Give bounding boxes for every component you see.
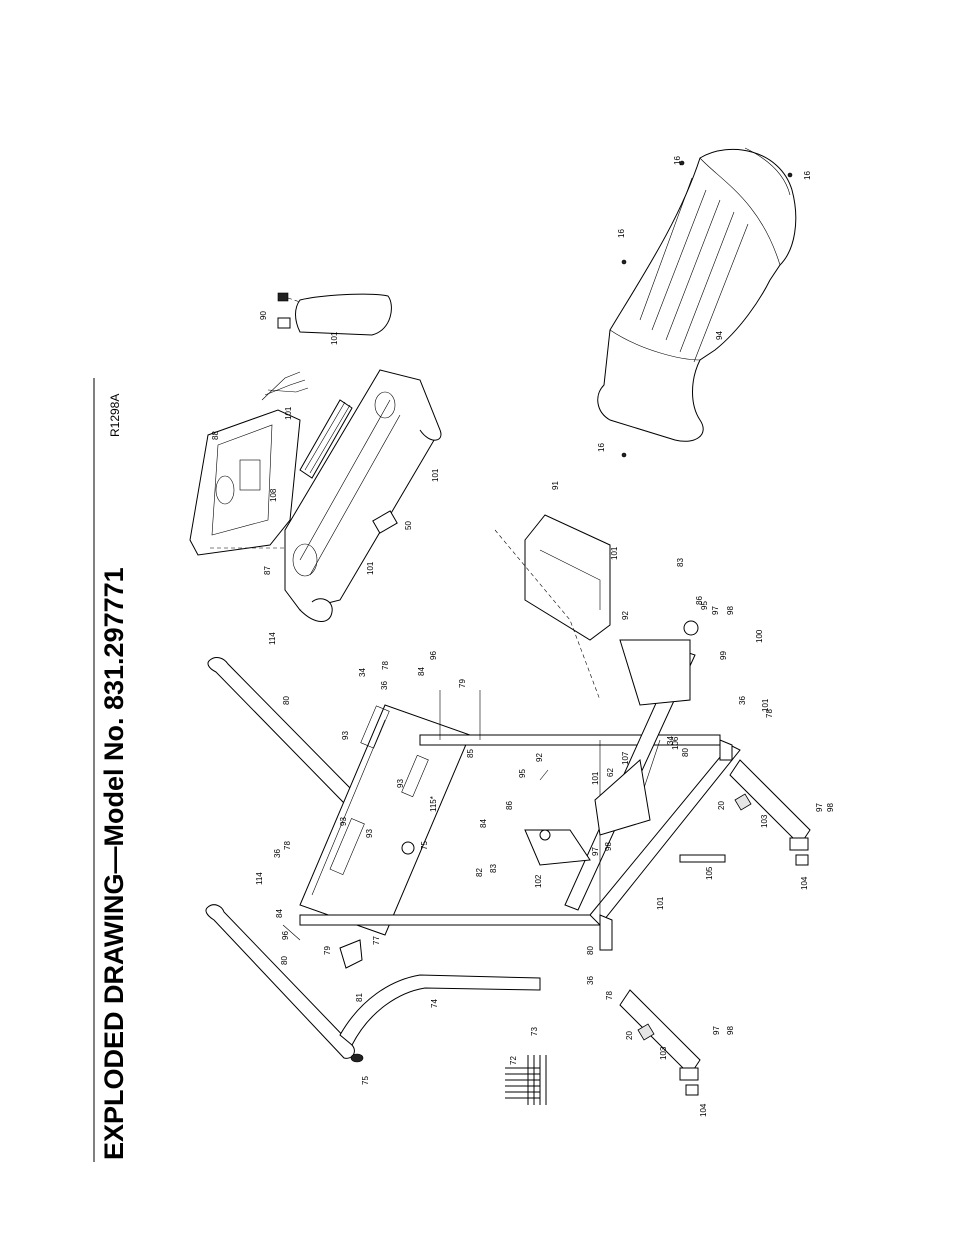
callout-107-c107: 107	[621, 751, 630, 765]
callout-101-c101b: 101	[284, 406, 293, 420]
callout-97-c97b: 97	[711, 606, 720, 615]
callout-36-c36c: 36	[586, 976, 595, 985]
callout-78-c78b: 78	[283, 841, 292, 850]
console	[189, 371, 309, 556]
callout-99-c99: 99	[719, 651, 728, 660]
callout-94-c94: 94	[715, 331, 724, 340]
callout-75-c75a: 75	[420, 841, 429, 850]
callout-96-c96a: 96	[429, 651, 438, 660]
callout-80-c80a: 80	[282, 696, 291, 705]
callout-78-c78a: 78	[381, 661, 390, 670]
callout-82-c82: 82	[475, 868, 484, 877]
callout-16-c16a: 16	[673, 156, 682, 165]
callout-93-c93b: 93	[396, 779, 405, 788]
callout-78-c78c: 78	[605, 991, 614, 1000]
callout-93-c93c: 93	[339, 817, 348, 826]
callout-101-c101a: 101	[330, 331, 339, 345]
callout-86-c86b: 86	[695, 596, 704, 605]
callout-114-c114a: 114	[268, 632, 277, 645]
callout-78-c78d: 78	[765, 709, 774, 718]
callout-102-c102: 102	[534, 874, 543, 888]
callout-97-c97a: 97	[591, 847, 600, 856]
callout-80-c80c: 80	[586, 946, 595, 955]
callout-74-c74: 74	[430, 999, 439, 1008]
callout-115-c115: 115*	[429, 796, 438, 812]
callout-104-c104a: 104	[800, 876, 809, 890]
callout-73-c73: 73	[530, 1027, 539, 1036]
callout-101-c101f: 101	[656, 896, 665, 910]
callout-79-c79b: 79	[323, 946, 332, 955]
callout-104-c104b: 104	[699, 1103, 708, 1117]
callout-105-c105: 105	[705, 866, 714, 880]
callout-103-c103a: 103	[760, 814, 769, 828]
callout-80-c80b: 80	[280, 956, 289, 965]
callout-16-c16d: 16	[597, 443, 606, 452]
callout-80-c80d: 80	[681, 748, 690, 757]
callout-101-c101c: 101	[431, 468, 440, 482]
callout-81-c81: 81	[355, 993, 364, 1002]
callout-93-c93a: 93	[341, 731, 350, 740]
callout-98-c98b: 98	[726, 606, 735, 615]
callout-72-c72: 72	[509, 1056, 518, 1065]
callout-86-c86a: 86	[505, 801, 514, 810]
callout-50-c50: 50	[404, 521, 413, 530]
motor-bracket	[494, 514, 611, 701]
callout-88-c88: 88	[211, 431, 220, 440]
callout-79-c79a: 79	[458, 679, 467, 688]
callout-114-c114b: 114	[255, 872, 264, 885]
callout-20-c20b: 20	[625, 1031, 634, 1040]
callout-97-c97d: 97	[712, 1026, 721, 1035]
callout-34-c34b: 34	[666, 736, 675, 745]
callout-84-c84c: 84	[479, 819, 488, 828]
callout-98-c98d: 98	[726, 1026, 735, 1035]
callout-75-c75b: 75	[361, 1076, 370, 1085]
callout-labels: 16 16 16 16 94 90 101 101 101 101 101 101 101 101 88 10…	[211, 156, 835, 1117]
callout-83-c83b: 83	[676, 558, 685, 567]
callout-91-c91: 91	[551, 481, 560, 490]
callout-106-c106: 106	[671, 736, 680, 750]
motor-hood	[597, 147, 797, 442]
callout-97-c97c: 97	[815, 803, 824, 812]
callout-90-c90: 90	[259, 311, 268, 320]
callout-16-c16b: 16	[803, 171, 812, 180]
console-base	[284, 369, 442, 622]
callout-34-c34a: 34	[358, 668, 367, 677]
callout-101-c101e: 101	[591, 771, 600, 785]
callout-87-c87: 87	[263, 566, 272, 575]
callout-83-c83a: 83	[489, 864, 498, 873]
callout-62-c62: 62	[606, 768, 615, 777]
page-title: EXPLODED DRAWING—Model No. 831.297771	[99, 567, 129, 1160]
callout-101-c101g: 101	[761, 698, 770, 712]
callout-95-c95a: 95	[518, 769, 527, 778]
callout-77-c77: 77	[372, 936, 381, 945]
callout-108-c108: 108	[269, 488, 278, 502]
rear-feet	[619, 759, 811, 1096]
callout-16-c16c: 16	[617, 229, 626, 238]
drawing-code: R1298A	[108, 394, 122, 437]
rail-cover	[277, 292, 392, 336]
callout-92-c92b: 92	[621, 611, 630, 620]
title-block: EXPLODED DRAWING—Model No. 831.297771 R1…	[93, 378, 129, 1162]
callout-92-c92a: 92	[535, 753, 544, 762]
callout-36-c36d: 36	[738, 696, 747, 705]
callout-84-c84a: 84	[417, 667, 426, 676]
callout-20-c20a: 20	[717, 801, 726, 810]
callout-93-c93d: 93	[365, 829, 374, 838]
callout-103-c103b: 103	[659, 1046, 668, 1060]
callout-85-c85: 85	[466, 749, 475, 758]
callout-101-c101d: 101	[366, 561, 375, 575]
callout-36-c36a: 36	[380, 681, 389, 690]
callout-98-c98a: 98	[604, 842, 613, 851]
callout-96-c96b: 96	[281, 931, 290, 940]
callout-84-c84b: 84	[275, 909, 284, 918]
handrails	[205, 656, 541, 1063]
callout-98-c98c: 98	[826, 803, 835, 812]
callout-95-c95b: 95	[700, 601, 709, 610]
callout-101-c101h: 101	[610, 546, 619, 560]
callout-36-c36b: 36	[273, 849, 282, 858]
callout-100-c100: 100	[755, 629, 764, 643]
hardware	[282, 160, 793, 1105]
